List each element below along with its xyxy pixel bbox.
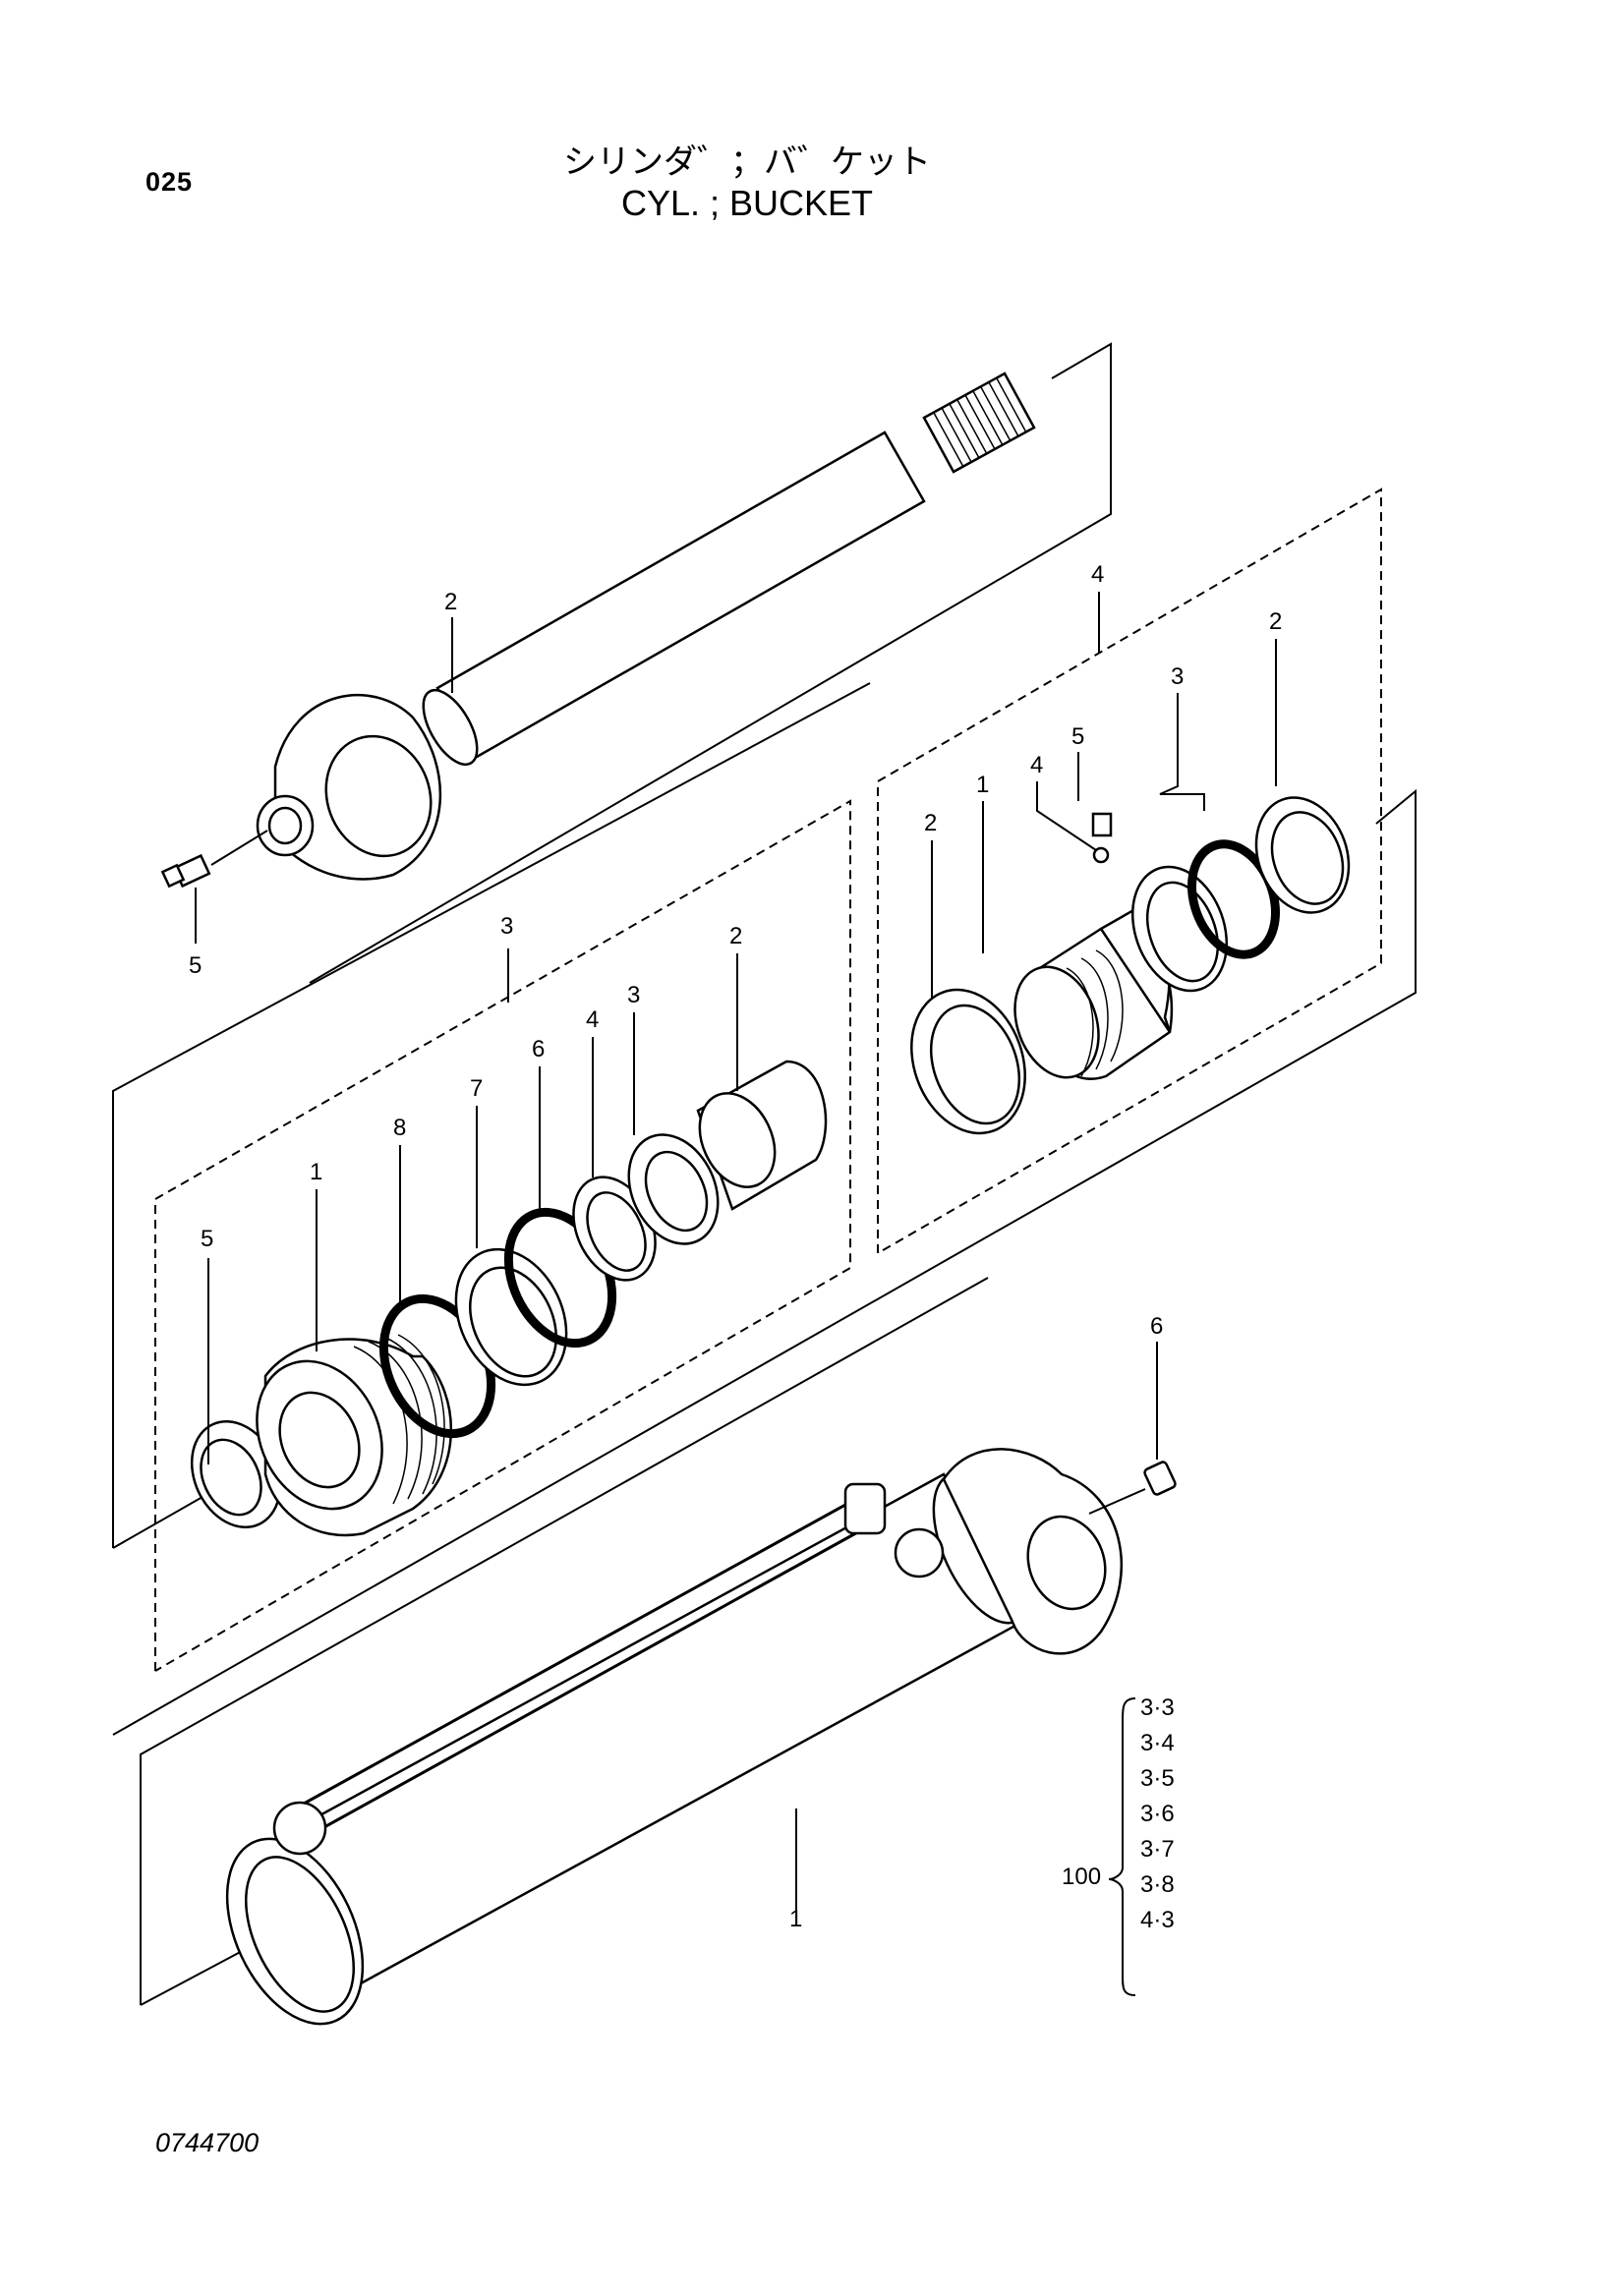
part-piston-wear-ring-left-inner: [929, 1004, 1021, 1125]
cylinder-head-group: [112, 682, 871, 1672]
piston-rod-assembly: [160, 342, 1112, 984]
kit-item: 3·5: [1140, 1765, 1175, 1792]
tube-pipe-elbow-top: [894, 1527, 945, 1578]
part-dust-wiper-bore: [200, 1438, 262, 1517]
rod-threaded-end: [922, 372, 1036, 474]
callout-piston-item-6: 2: [1269, 608, 1282, 635]
kit-item: 3·4: [1140, 1730, 1175, 1756]
callout-rod: 2: [444, 589, 457, 615]
callout-leader-piston-4: [1036, 781, 1097, 851]
part-buffer-ring-inner: [586, 1191, 647, 1272]
part-seal-ring-inner: [644, 1150, 709, 1233]
callout-piston-item-5: 3: [1171, 663, 1184, 690]
kit-brace: [1108, 1697, 1136, 1996]
part-piston-seal-inner: [1146, 881, 1219, 983]
rod-eye-bore: [324, 734, 433, 858]
piston-group-dashed-box: [877, 488, 1382, 1254]
head-group-dashed-box: [154, 799, 851, 1672]
tube-fitting-leader: [1088, 1488, 1146, 1515]
cylinder-tube-assembly: [140, 1277, 1177, 2026]
title-block: シリンダ゛；バ゛ケット CYL. ; BUCKET: [550, 143, 944, 225]
rod-fitting-leader: [210, 830, 268, 866]
tube-clevis-bore: [1026, 1515, 1107, 1611]
tube-open-end-thread: [244, 1856, 356, 2013]
tube-pipe-upper: [294, 1492, 866, 1810]
callout-head-group: 3: [500, 913, 513, 940]
callout-tube-fitting: 6: [1150, 1313, 1163, 1340]
rod-eye-bushing-bore: [267, 806, 303, 845]
kit-item: 3·7: [1140, 1836, 1175, 1863]
piston-bracket-line: [112, 788, 1417, 1736]
title-japanese: シリンダ゛；バ゛ケット: [563, 144, 931, 181]
page-number: 025: [145, 167, 194, 197]
part-steel-ball: [1092, 846, 1110, 864]
callout-piston-item-3: 4: [1030, 752, 1043, 778]
callout-piston-item-1: 2: [924, 810, 937, 836]
part-piston-wear-ring-right-inner: [1270, 811, 1345, 905]
callout-head-item-4: 7: [470, 1075, 483, 1102]
kit-item: 4·3: [1140, 1907, 1175, 1933]
callout-head-item-3: 8: [393, 1115, 406, 1141]
tube-pipe-elbow-bottom: [272, 1801, 327, 1856]
callout-head-item-5: 6: [532, 1036, 545, 1062]
callout-head-item-2: 1: [310, 1159, 322, 1185]
tube-grease-fitting: [1143, 1461, 1177, 1496]
callout-tube: 1: [789, 1906, 802, 1932]
title-english: CYL. ; BUCKET: [620, 183, 874, 223]
tube-pipe-lower: [304, 1523, 871, 1840]
callout-head-item-1: 5: [201, 1226, 213, 1252]
callout-piston-group: 4: [1091, 561, 1104, 588]
part-piston-face: [1013, 965, 1100, 1079]
part-rod-seal-inner: [468, 1266, 558, 1378]
seal-kit-list: 100 3·3 3·4 3·5 3·6 3·7 3·8 4·3: [1062, 1694, 1175, 1996]
callout-piston-item-4: 5: [1071, 723, 1084, 750]
callout-rod-fitting: 5: [189, 952, 202, 979]
kit-number: 100: [1062, 1864, 1101, 1890]
rod-grease-fitting: [160, 853, 211, 889]
head-bracket-leader: [112, 1488, 217, 1549]
kit-item: 3·6: [1140, 1801, 1175, 1827]
kit-item: 3·3: [1140, 1694, 1175, 1721]
callout-head-item-6: 4: [586, 1006, 599, 1033]
kit-item: 3·8: [1140, 1871, 1175, 1898]
part-cylinder-head-bore: [278, 1391, 361, 1489]
tube-pipe-fitting-top: [843, 1482, 887, 1535]
callout-head-item-7: 3: [627, 982, 640, 1008]
tube-bracket-line: [140, 1277, 989, 2005]
drawing-number: 0744700: [155, 2128, 260, 2157]
part-head-bushing-end: [698, 1092, 777, 1188]
callout-leader-piston-3: [1159, 693, 1205, 811]
part-set-screw: [1091, 812, 1113, 837]
callout-piston-item-2: 1: [976, 772, 989, 798]
head-bracket-top: [112, 682, 871, 1548]
callout-head-item-8: 2: [729, 923, 742, 949]
rod-shaft: [435, 430, 926, 759]
piston-group: [112, 488, 1417, 1736]
rod-collar: [422, 689, 479, 766]
rod-bracket-line: [309, 342, 1112, 984]
